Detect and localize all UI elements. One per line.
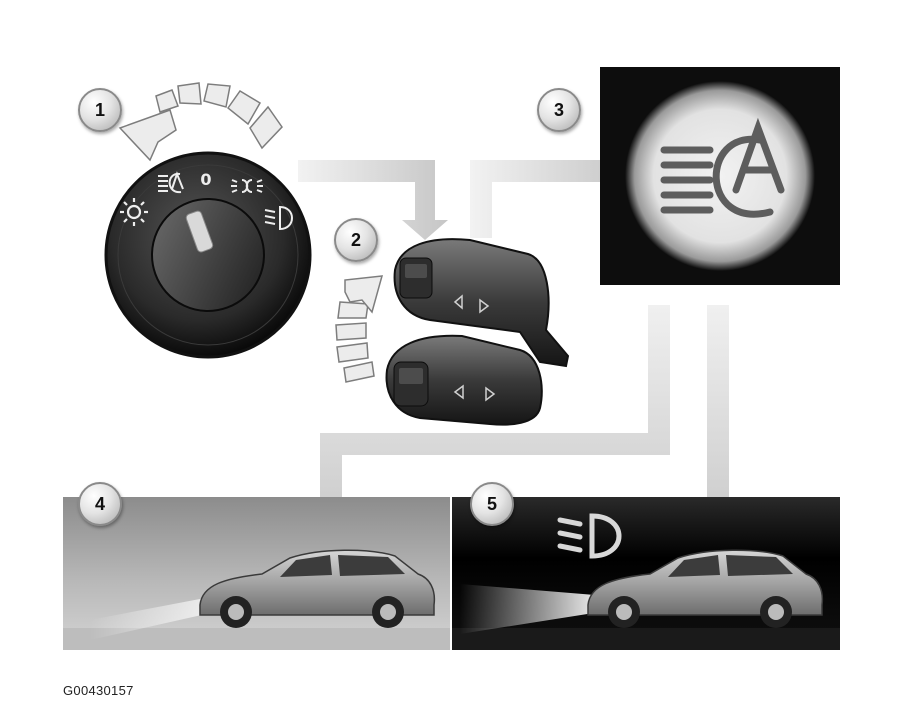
auto-headlamp-icon [158,171,184,194]
arrow-dial-to-stalk [298,160,448,240]
light-switch-dial: 0 [104,82,312,359]
rotary-knob [151,198,265,312]
callout-2: 2 [334,218,378,262]
callout-5: 5 [470,482,514,526]
auto-headlamp-icon [660,117,785,218]
arrow-indicator-to-night [693,305,743,543]
switch-position-zero: 0 [200,170,211,189]
daylight-scene-panel [63,497,450,650]
rotation-arrow-2 [335,275,384,383]
car-night [587,549,824,628]
dipped-beam-icon [264,205,293,231]
callout-4: 4 [78,482,122,526]
night-scene-panel [452,497,840,650]
stalk-arrow-symbols [453,294,496,402]
indicator-glow [625,81,815,271]
rotation-arrow-1 [118,82,283,162]
dipped-beam-icon [557,513,622,559]
side-lights-icon [231,179,263,193]
sun-icon [120,198,148,226]
indicator-stalk [335,238,570,426]
callout-3: 3 [537,88,581,132]
callout-1: 1 [78,88,122,132]
flow-arrows [298,148,743,543]
indicator-panel [600,67,840,285]
car-daylight [199,549,436,628]
arrow-stalk-to-indicator [470,148,632,238]
reference-code: G00430157 [63,683,134,698]
